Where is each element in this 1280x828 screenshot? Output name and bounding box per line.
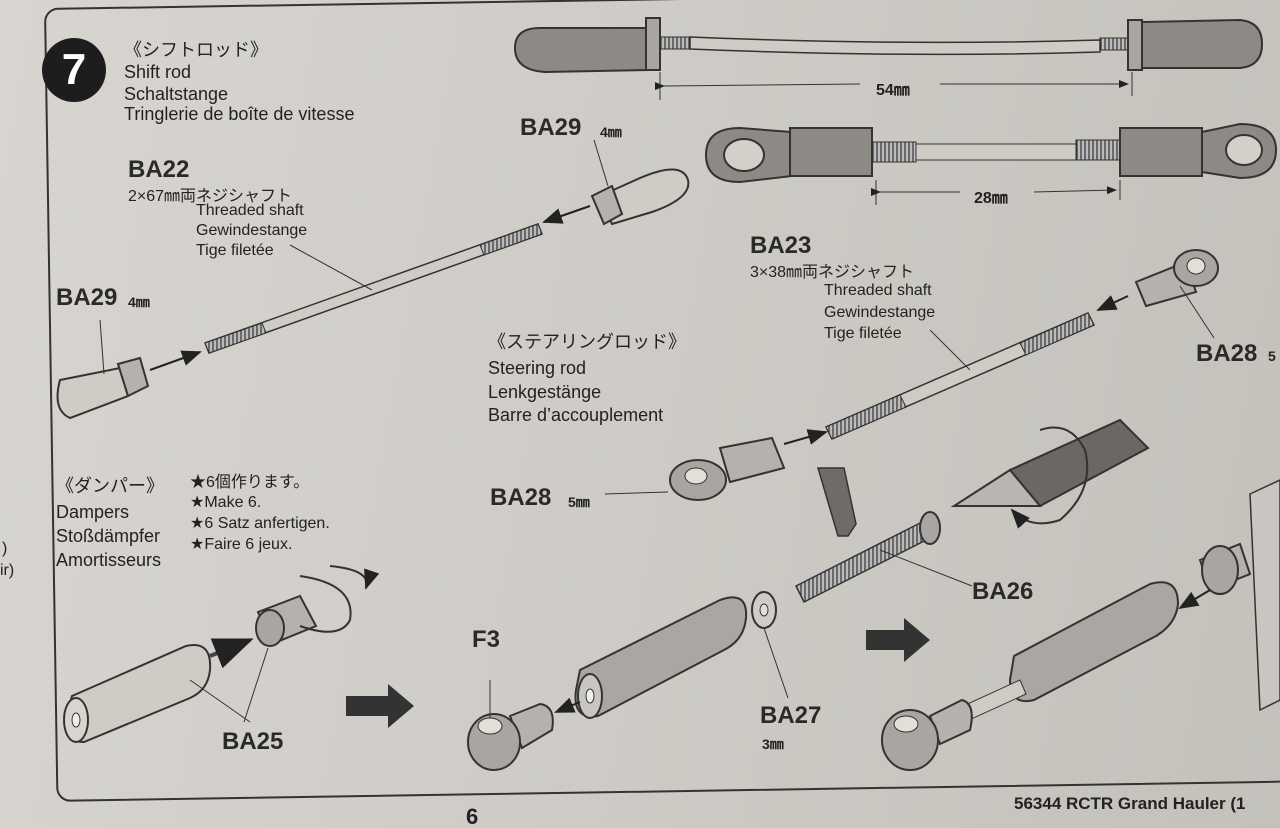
dampers-title-en: Dampers <box>56 502 130 522</box>
step-number-badge: 7 <box>42 38 106 102</box>
shift-rod-title-de: Schaltstange <box>124 84 229 104</box>
ba25-label: BA25 <box>222 728 284 755</box>
shift-rod-title-jp: 《シフトロッド》 <box>124 40 268 60</box>
ba27-label: BA27 <box>760 702 822 729</box>
flow-arrows <box>346 618 930 728</box>
ba23-en: Threaded shaft <box>824 282 932 299</box>
ba23-de: Gewindestange <box>824 304 936 321</box>
ba27-size: 3㎜ <box>762 736 784 752</box>
shift-rod-assembled <box>513 17 1264 100</box>
ba26-label: BA26 <box>972 578 1034 605</box>
page-number: 6 <box>466 804 479 828</box>
ba23-fr: Tige filetée <box>824 325 902 342</box>
ba22-shaft <box>204 223 543 354</box>
ba28-right-label: BA28 <box>1196 340 1258 367</box>
ba28-right-part <box>1134 249 1219 339</box>
dimension-28mm: 28㎜ <box>974 190 1008 207</box>
f3-label: F3 <box>472 626 501 653</box>
ba22-label: BA22 <box>128 156 190 183</box>
f3-rod-end <box>467 680 554 771</box>
shift-rod-eyes <box>704 122 1278 205</box>
ba29-left-size: 4㎜ <box>128 294 150 310</box>
ba22-de: Gewindestange <box>196 222 308 239</box>
steering-rod-title-en: Steering rod <box>488 358 587 378</box>
damper-body-middle <box>554 596 748 719</box>
ba28-left-part <box>604 436 786 501</box>
ba22-en: Threaded shaft <box>196 202 304 219</box>
dampers-title-fr: Amortisseurs <box>56 550 162 570</box>
ba23-label: BA23 <box>750 232 812 259</box>
dampers-note-jp: ★6個作ります。 <box>190 474 310 491</box>
ba29-top-part <box>542 139 690 226</box>
ba23-spec: 3×38㎜両ネジシャフト <box>750 264 915 281</box>
ba29-left-label: BA29 <box>56 284 118 311</box>
margin-paren: ) <box>2 540 8 557</box>
dampers-note-en: ★Make 6. <box>190 494 262 511</box>
dampers-note-de: ★6 Satz anfertigen. <box>190 515 330 532</box>
dampers-note-fr: ★Faire 6 jeux. <box>190 536 293 553</box>
ba29-top-size: 4㎜ <box>600 124 622 140</box>
ba28-right-size: 5 <box>1268 348 1276 364</box>
ba28-left-size: 5㎜ <box>568 494 590 510</box>
ba22-fr: Tige filetée <box>196 242 274 259</box>
steering-rod-title-fr: Barre d’accouplement <box>488 405 664 425</box>
ba22-spec: 2×67㎜両ネジシャフト <box>128 188 293 205</box>
shift-rod-title-en: Shift rod <box>124 62 192 82</box>
footer-product: 56344 RCTR Grand Hauler (1 <box>1014 794 1246 813</box>
ba29-top-label: BA29 <box>520 114 582 141</box>
steering-rod-title-jp: 《ステアリングロッド》 <box>488 332 686 352</box>
ba26-screw <box>794 511 973 604</box>
grease-and-screwdriver <box>816 418 1150 537</box>
dimension-54mm: 54㎜ <box>876 82 910 99</box>
margin-fragment: ir) <box>0 562 15 579</box>
ba28-left-label: BA28 <box>490 484 552 511</box>
shift-rod-title-fr: Tringlerie de boîte de vitesse <box>124 104 355 124</box>
damper-body-left <box>63 565 380 744</box>
damper-assembled-right <box>881 479 1280 771</box>
dampers-title-jp: 《ダンパー》 <box>56 476 164 496</box>
ba27-washer <box>751 591 789 699</box>
steering-rod-title-de: Lenkgestänge <box>488 382 602 402</box>
dampers-title-de: Stoßdämpfer <box>56 526 161 546</box>
ba29-left-part <box>56 319 202 420</box>
ba23-shaft <box>783 295 1129 445</box>
